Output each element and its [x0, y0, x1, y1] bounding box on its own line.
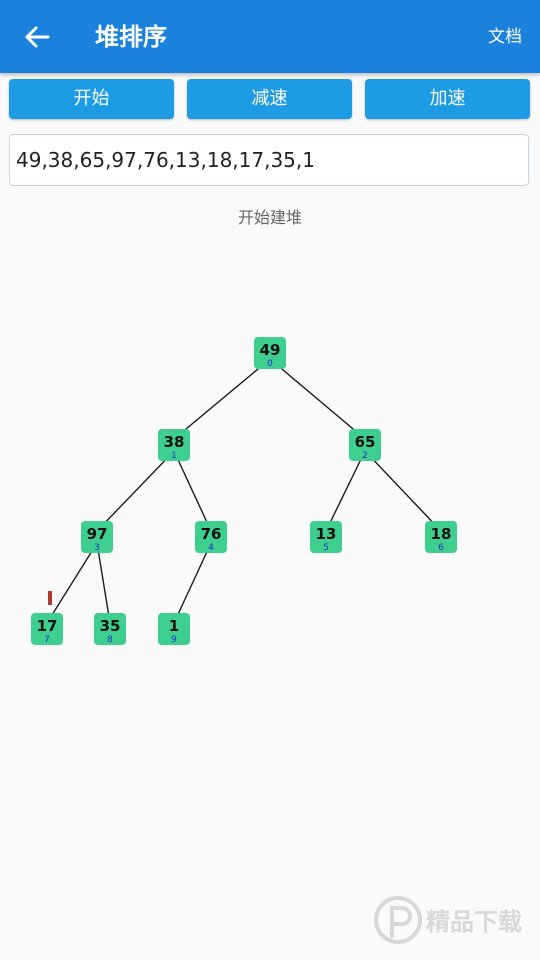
heap-node-value: 76: [201, 525, 222, 543]
heap-node-index: 0: [267, 359, 273, 369]
heap-node: 177: [31, 613, 63, 645]
status-text: 开始建堆: [237, 208, 302, 227]
heap-node-box: [81, 521, 113, 553]
heap-node-index: 2: [362, 451, 368, 461]
heap-node-box: [310, 521, 342, 553]
heap-node-value: 18: [431, 525, 452, 543]
heap-node-box: [425, 521, 457, 553]
heap-node-index: 1: [171, 451, 177, 461]
heap-edge: [173, 450, 212, 532]
heap-node-value: 97: [87, 525, 108, 543]
heap-node-value: 49: [260, 341, 281, 359]
heap-node: 135: [310, 521, 342, 553]
heap-edge: [364, 450, 442, 532]
arrow-left-icon[interactable]: [22, 22, 52, 52]
heap-node-value: 17: [37, 617, 58, 635]
slow-down-button[interactable]: 减速: [187, 79, 352, 119]
heap-node: 490: [254, 337, 286, 369]
heap-node: 764: [195, 521, 227, 553]
heap-node-box: [195, 521, 227, 553]
heap-node-index: 4: [208, 543, 214, 553]
heap-node-box: [158, 613, 190, 645]
heap-node-value: 1: [169, 617, 179, 635]
heap-node-value: 65: [355, 433, 376, 451]
heap-node-index: 9: [171, 635, 177, 645]
watermark-logo: 精品下载: [374, 896, 522, 944]
heap-edge: [173, 542, 212, 624]
docs-button[interactable]: 文档: [488, 27, 522, 47]
heap-node-box: [94, 613, 126, 645]
heap-node-box: [349, 429, 381, 461]
heap-node-value: 35: [100, 617, 121, 635]
heap-node: 186: [425, 521, 457, 553]
heap-node-box: [31, 613, 63, 645]
heap-edge: [96, 450, 175, 532]
heap-edge: [325, 450, 366, 532]
heap-edge: [173, 358, 271, 440]
heap-node-index: 6: [438, 543, 444, 553]
heap-edge: [96, 542, 111, 624]
heap-edge: [46, 542, 98, 624]
heap-node: 973: [81, 521, 113, 553]
heap-node-box: [254, 337, 286, 369]
heap-node-index: 7: [44, 635, 50, 645]
heap-node-box: [158, 429, 190, 461]
heap-node-value: 13: [316, 525, 337, 543]
heap-edge: [269, 358, 366, 440]
sequence-input[interactable]: 49,38,65,97,76,13,18,17,35,1: [9, 134, 529, 186]
watermark-text: 精品下载: [426, 908, 522, 936]
heap-node-index: 5: [323, 543, 329, 553]
heap-node-index: 8: [107, 635, 113, 645]
current-pointer-marker: [48, 591, 52, 605]
heap-node-value: 38: [164, 433, 185, 451]
heap-node: 381: [158, 429, 190, 461]
heap-node: 19: [158, 613, 190, 645]
speed-up-button[interactable]: 加速: [365, 79, 530, 119]
heap-node: 358: [94, 613, 126, 645]
start-button[interactable]: 开始: [9, 79, 174, 119]
heap-node-index: 3: [94, 543, 100, 553]
heap-node: 652: [349, 429, 381, 461]
page-title: 堆排序: [95, 23, 167, 51]
app-bar: 堆排序 文档: [0, 0, 540, 73]
